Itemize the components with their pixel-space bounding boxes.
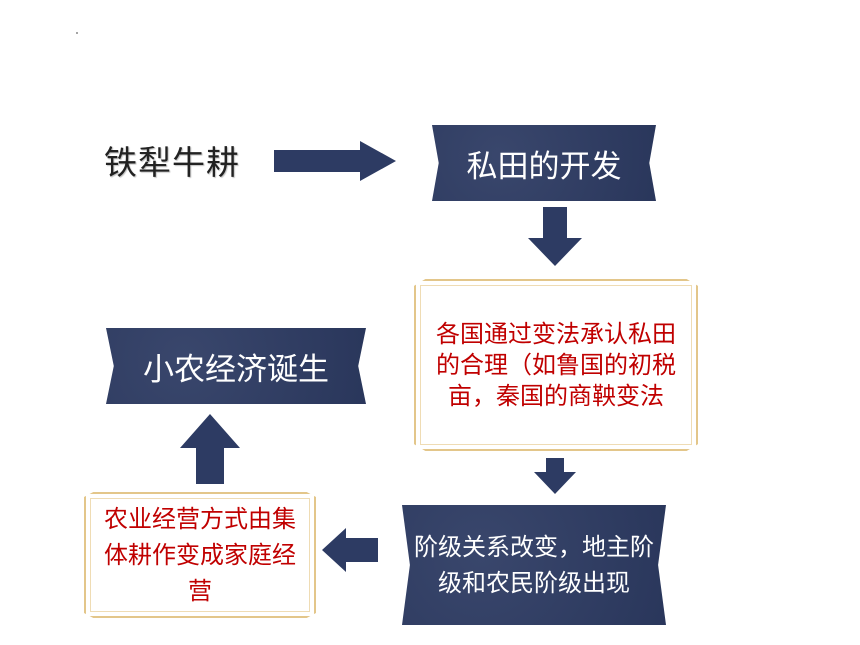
box-reform-text: 各国通过变法承认私田的合理（如鲁国的初税亩，秦国的商鞅变法: [436, 319, 676, 410]
box-private-field: 私田的开发: [432, 125, 656, 201]
arrow-right: [274, 141, 396, 181]
box-reform: 各国通过变法承认私田的合理（如鲁国的初税亩，秦国的商鞅变法: [414, 279, 698, 451]
box-class-text: 阶级关系改变，地主阶级和农民阶级出现: [414, 533, 654, 597]
arrow-down-2: [534, 458, 576, 494]
start-label: 铁犁牛耕: [104, 143, 240, 182]
box-small-peasant-text: 小农经济诞生: [143, 351, 329, 388]
arrow-down-1: [528, 207, 582, 266]
box-farming-text: 农业经营方式由集体耕作变成家庭经营: [104, 505, 296, 605]
box-private-field-text: 私田的开发: [466, 148, 622, 185]
dot-mark: [76, 32, 78, 34]
box-class: 阶级关系改变，地主阶级和农民阶级出现: [402, 505, 666, 625]
arrow-left: [322, 528, 378, 572]
box-farming: 农业经营方式由集体耕作变成家庭经营: [84, 492, 316, 618]
arrow-up: [180, 414, 240, 484]
box-small-peasant: 小农经济诞生: [106, 328, 366, 404]
